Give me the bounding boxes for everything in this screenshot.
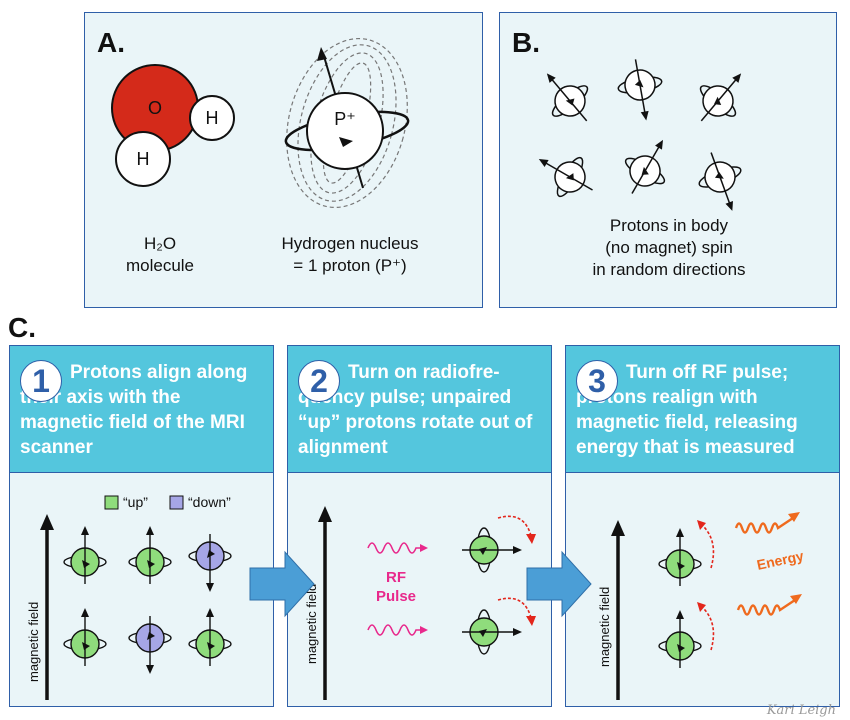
step-2-number: 2 [298, 360, 340, 402]
step-3-number: 3 [576, 360, 618, 402]
step-3-text: Turn off RF pulse; protons realign with … [576, 362, 798, 458]
tilted-proton [461, 609, 523, 655]
down-proton [128, 615, 172, 675]
legend-down-swatch [169, 495, 184, 510]
random-proton-1 [529, 58, 605, 136]
water-caption: H₂O molecule [105, 233, 215, 277]
legend-down-label: “down” [188, 494, 231, 510]
up-proton [63, 525, 107, 585]
random-proton-6 [689, 144, 754, 213]
panel-c-label: C. [8, 312, 36, 343]
step-1-illustration: “up” “down” magnetic field [26, 494, 232, 700]
panel-b-caption-line2: (no magnet) spin [605, 238, 733, 257]
rf-pulse-line2: Pulse [376, 588, 416, 605]
legend-up-label: “up” [123, 494, 148, 510]
step-1-panel: Protons align along their axis with the … [9, 345, 274, 707]
panel-a: A. O H H P⁺ H₂O molecule Hydrogen nucleu… [84, 12, 483, 308]
step-3-illustration: magnetic field Energy [597, 512, 805, 700]
step-2-panel: Turn on radiofre-quency pulse; unpaired … [287, 345, 552, 707]
down-proton [188, 533, 232, 593]
legend-up-swatch [104, 495, 119, 510]
rf-wave-2 [367, 624, 426, 636]
random-proton-2 [613, 54, 669, 126]
step-1-header: Protons align along their axis with the … [10, 346, 273, 473]
proton-spin-arrowhead [317, 47, 327, 61]
realigned-proton [658, 527, 702, 587]
up-proton [63, 607, 107, 667]
magnetic-field-label-1: magnetic field [26, 602, 41, 682]
magnetic-field-label-3: magnetic field [597, 587, 612, 667]
hydrogen-caption-line2: = 1 proton (P⁺) [293, 256, 407, 275]
step-2-illustration: magnetic field RF Pulse [304, 506, 536, 700]
hydrogen-label-1: H [206, 108, 219, 128]
step-2-text: Turn on radiofre-quency pulse; unpaired … [298, 362, 533, 458]
orbit-direction-arrow [339, 137, 353, 147]
rf-pulse-line1: RF [386, 569, 406, 586]
step-3-header: Turn off RF pulse; protons realign with … [566, 346, 839, 473]
hydrogen-caption: Hydrogen nucleus = 1 proton (P⁺) [255, 233, 445, 277]
hydrogen-caption-line1: Hydrogen nucleus [281, 234, 419, 253]
panel-b-label: B. [512, 27, 540, 58]
panel-b-caption-line3: in random directions [592, 260, 746, 279]
step-1-text: Protons align along their axis with the … [20, 362, 248, 458]
water-caption-line1: H₂O [143, 234, 177, 253]
hydrogen-atom-2 [115, 131, 171, 187]
step-1-number: 1 [20, 360, 62, 402]
random-proton-3 [683, 58, 759, 136]
random-proton-5 [612, 128, 683, 206]
rotation-arrow [497, 597, 533, 623]
random-protons-illustration [527, 54, 759, 213]
energy-label: Energy [755, 547, 805, 573]
tilted-proton [461, 527, 523, 573]
realign-arrow [700, 523, 715, 569]
energy-wave-2 [736, 597, 799, 616]
step-2-header: Turn on radiofre-quency pulse; unpaired … [288, 346, 551, 473]
water-molecule-illustration: O H H P⁺ [111, 37, 410, 209]
hydrogen-label-2: H [137, 149, 150, 169]
up-proton [188, 607, 232, 667]
up-proton [128, 525, 172, 585]
panel-b: B. Protons in body (no magnet) spin in r… [499, 12, 837, 308]
realigned-proton [658, 609, 702, 669]
artist-signature: Kari Leigh [766, 703, 836, 718]
proton-sphere [306, 92, 384, 170]
realign-arrow [700, 605, 715, 651]
rotation-arrow [497, 515, 533, 541]
water-caption-line2: molecule [125, 256, 195, 275]
random-proton-4 [527, 139, 605, 210]
magnetic-field-label-2: magnetic field [304, 584, 319, 664]
oxygen-label: O [148, 98, 162, 118]
panel-b-caption-line1: Protons in body [609, 216, 729, 235]
rf-wave-1 [367, 542, 426, 554]
panel-a-label: A. [97, 27, 125, 58]
proton-label: P⁺ [334, 109, 356, 129]
step-3-panel: Turn off RF pulse; protons realign with … [565, 345, 840, 707]
energy-wave-1 [734, 515, 797, 534]
hydrogen-atom-1 [189, 95, 235, 141]
panel-b-caption: Protons in body (no magnet) spin in rand… [520, 215, 818, 281]
